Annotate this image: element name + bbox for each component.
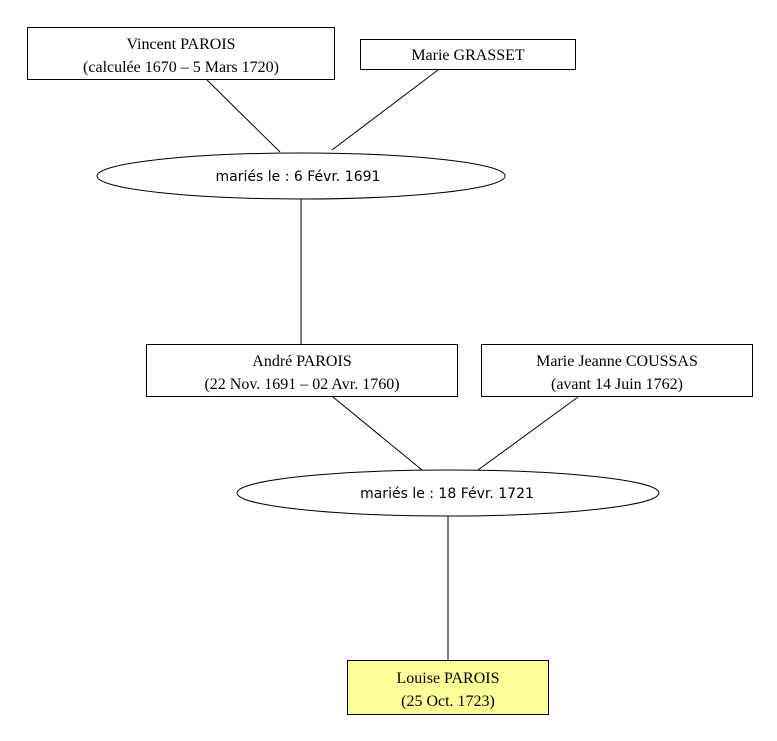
person-dates: (avant 14 Juin 1762) [551, 376, 683, 393]
person-card-vincent-parois[interactable]: Vincent PAROIS (calculée 1670 – 5 Mars 1… [27, 27, 335, 80]
person-box-highlighted [347, 660, 549, 715]
person-box [481, 344, 753, 397]
marriage-node-1721[interactable]: mariés le : 18 Févr. 1721 [236, 469, 660, 517]
marriage-ellipse [96, 152, 506, 200]
marriage-node-1691[interactable]: mariés le : 6 Févr. 1691 [96, 152, 506, 200]
person-name: Vincent PAROIS [126, 36, 235, 53]
person-dates: (calculée 1670 – 5 Mars 1720) [83, 59, 279, 76]
link-andre-marriage2 [332, 396, 423, 471]
person-card-andre-parois[interactable]: André PAROIS (22 Nov. 1691 – 02 Avr. 176… [146, 344, 458, 397]
person-dates: (25 Oct. 1723) [401, 693, 495, 710]
link-coussas-marriage2 [477, 396, 579, 471]
person-name: Marie GRASSET [411, 47, 525, 64]
person-name: Louise PAROIS [397, 670, 500, 687]
marriage-label: mariés le : 6 Févr. 1691 [216, 169, 381, 185]
person-box [360, 39, 576, 70]
marriage-label: mariés le : 18 Févr. 1721 [360, 486, 534, 502]
person-card-marie-jeanne-coussas[interactable]: Marie Jeanne COUSSAS (avant 14 Juin 1762… [481, 344, 753, 397]
person-box [27, 27, 335, 80]
person-card-marie-grasset[interactable]: Marie GRASSET [360, 39, 576, 70]
marriage-ellipse [236, 469, 660, 517]
link-vincent-marriage1 [206, 79, 281, 153]
person-box [146, 344, 458, 397]
person-card-louise-parois[interactable]: Louise PAROIS (25 Oct. 1723) [347, 660, 549, 715]
person-name: Marie Jeanne COUSSAS [536, 353, 698, 370]
link-grasset-marriage1 [331, 69, 439, 151]
person-dates: (22 Nov. 1691 – 02 Avr. 1760) [204, 376, 399, 393]
person-name: André PAROIS [252, 353, 351, 370]
